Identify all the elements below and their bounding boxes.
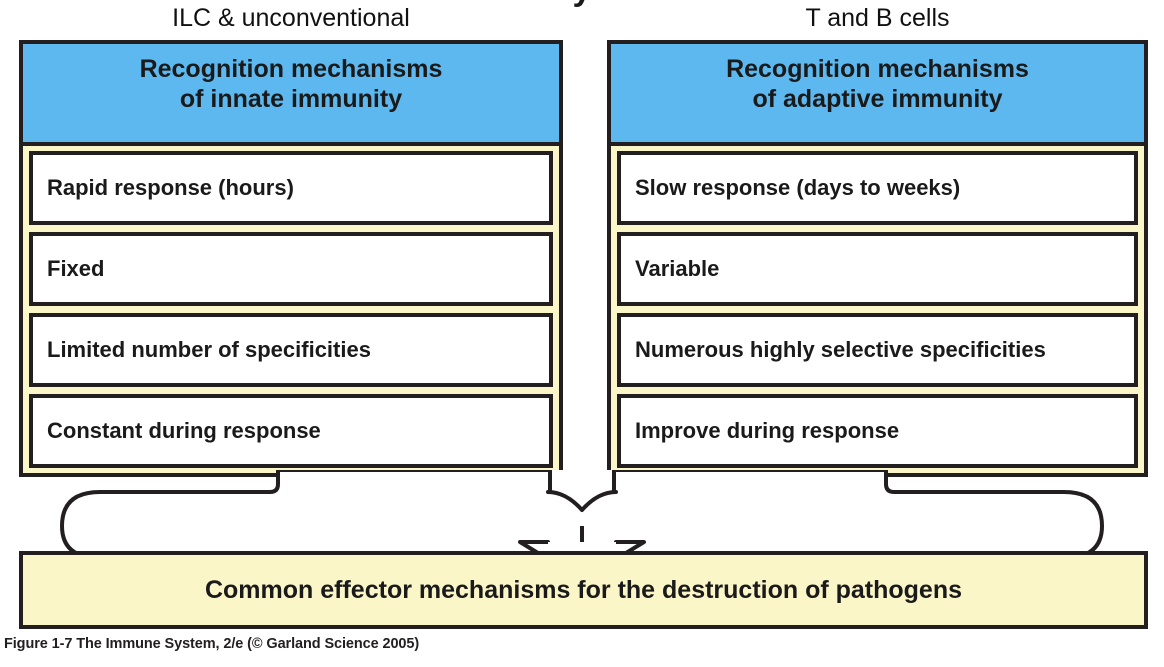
panel-adaptive-item-list: Slow response (days to weeks) Variable N… xyxy=(611,146,1144,474)
common-effector-banner-text: Common effector mechanisms for the destr… xyxy=(204,575,963,604)
figure-credit: Figure 1-7 The Immune System, 2/e (© Gar… xyxy=(4,636,420,652)
column-caption-innate: ILC & unconventional xyxy=(172,4,410,32)
panel-adaptive-immunity: Recognition mechanisms of adaptive immun… xyxy=(607,40,1148,477)
panel-header-innate-line2: of innate immunity xyxy=(179,84,403,113)
cropped-title-fragment: y xyxy=(0,0,1164,10)
panel-innate-item-list: Rapid response (hours) Fixed Limited num… xyxy=(23,146,559,474)
panel-header-innate: Recognition mechanisms of innate immunit… xyxy=(23,44,559,146)
panel-header-innate-line1: Recognition mechanisms xyxy=(139,55,443,83)
list-item: Limited number of specificities xyxy=(29,313,553,387)
connector-stem-fill xyxy=(550,470,614,526)
panel-header-adaptive-line2: of adaptive immunity xyxy=(752,84,1003,113)
panel-header-adaptive: Recognition mechanisms of adaptive immun… xyxy=(611,44,1144,146)
column-caption-adaptive: T and B cells xyxy=(805,4,950,32)
panel-innate-immunity: Recognition mechanisms of innate immunit… xyxy=(19,40,563,477)
panel-header-adaptive-line1: Recognition mechanisms xyxy=(726,55,1029,83)
connector-merge-notch xyxy=(546,490,618,512)
list-item: Constant during response xyxy=(29,394,553,468)
list-item: Numerous highly selective specificities xyxy=(617,313,1138,387)
list-item: Rapid response (hours) xyxy=(29,151,553,225)
list-item: Slow response (days to weeks) xyxy=(617,151,1138,225)
list-item: Variable xyxy=(617,232,1138,306)
list-item: Fixed xyxy=(29,232,553,306)
common-effector-banner: Common effector mechanisms for the destr… xyxy=(19,551,1148,629)
list-item: Improve during response xyxy=(617,394,1138,468)
